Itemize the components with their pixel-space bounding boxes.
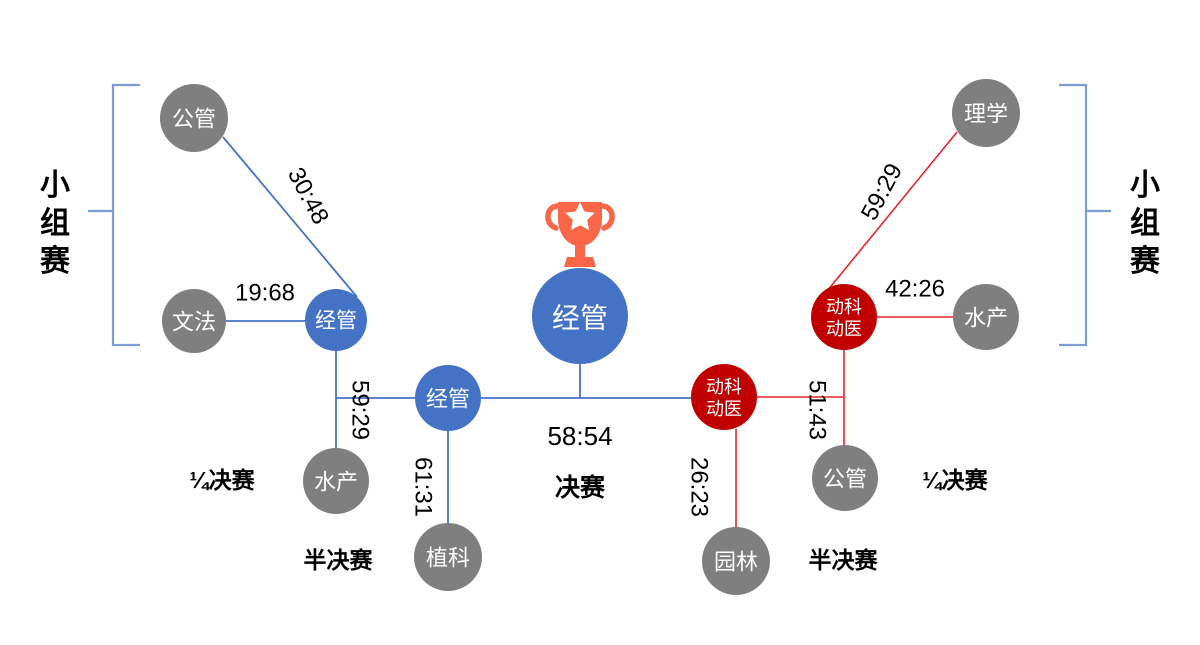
node-zhike[interactable]: 植科 [414, 523, 482, 591]
node-label: 园林 [714, 550, 758, 575]
left-group-char-1: 小 [40, 169, 70, 202]
label-right-group-stage: 小 组 赛 [1130, 169, 1161, 278]
score-final: 58:54 [547, 421, 612, 451]
score-wenfa-jingguan: 19:68 [235, 280, 295, 307]
label-right-semi-final: 半决赛 [809, 547, 879, 573]
right-group-char-1: 小 [1130, 169, 1160, 202]
left-group-char-2: 组 [40, 206, 70, 240]
label-final: 决赛 [555, 473, 606, 502]
node-label: 公管 [172, 107, 216, 132]
right-group-char-2: 组 [1130, 206, 1160, 240]
score-dongke-shuichan: 42:26 [885, 276, 945, 303]
score-right-semi: 26:23 [686, 457, 713, 517]
node-jingguan-semi[interactable]: 经管 [415, 365, 481, 431]
node-label-line1: 动科 [826, 297, 862, 317]
label-right-quarter-final: ¼决赛 [922, 467, 988, 493]
score-left-quarter: 59:29 [347, 380, 374, 440]
trophy-icon [545, 202, 615, 267]
node-label: 公管 [823, 467, 867, 492]
right-group-bracket [1059, 83, 1111, 347]
node-lixue[interactable]: 理学 [952, 79, 1020, 147]
left-group-bracket [88, 83, 140, 347]
node-label: 经管 [315, 310, 357, 333]
node-label: 经管 [426, 387, 470, 412]
node-label: 文法 [172, 310, 216, 335]
left-edges [222, 136, 580, 523]
final-connector [579, 364, 691, 399]
node-gongguan-left[interactable]: 公管 [160, 84, 228, 152]
label-left-quarter-final: ¼决赛 [189, 467, 255, 493]
node-dongke-group[interactable]: 动科 动医 [811, 284, 877, 350]
node-gongguan-right[interactable]: 公管 [812, 445, 878, 511]
score-gongguan-jingguan: 30:48 [282, 163, 334, 229]
edge-lixue-dongke [822, 131, 958, 297]
star-icon [565, 202, 595, 231]
label-left-group-stage: 小 组 赛 [40, 169, 71, 278]
node-shuichan-left[interactable]: 水产 [303, 448, 369, 514]
node-label: 水产 [314, 470, 358, 495]
node-label-line2: 动医 [826, 319, 862, 339]
label-left-semi-final: 半决赛 [304, 547, 374, 573]
champion-label: 经管 [552, 303, 608, 334]
right-group-char-3: 赛 [1130, 244, 1161, 278]
node-dongke-semi[interactable]: 动科 动医 [691, 364, 757, 430]
left-group-char-3: 赛 [40, 244, 71, 278]
champion-node[interactable]: 经管 [532, 268, 628, 364]
node-wenfa[interactable]: 文法 [162, 289, 226, 353]
node-yuanlin[interactable]: 园林 [702, 527, 770, 595]
node-label: 植科 [426, 546, 470, 571]
node-label-line2: 动医 [706, 399, 742, 419]
node-jingguan-group[interactable]: 经管 [305, 289, 367, 351]
score-lixue-dongke: 59:29 [856, 159, 908, 225]
score-right-quarter: 51:43 [804, 380, 831, 440]
node-label: 理学 [964, 102, 1008, 127]
node-shuichan-right[interactable]: 水产 [953, 284, 1019, 350]
node-label-line1: 动科 [706, 377, 742, 397]
score-left-semi: 61:31 [410, 457, 437, 517]
node-label: 水产 [964, 306, 1008, 331]
edge-gongguan-jingguan [222, 136, 358, 298]
